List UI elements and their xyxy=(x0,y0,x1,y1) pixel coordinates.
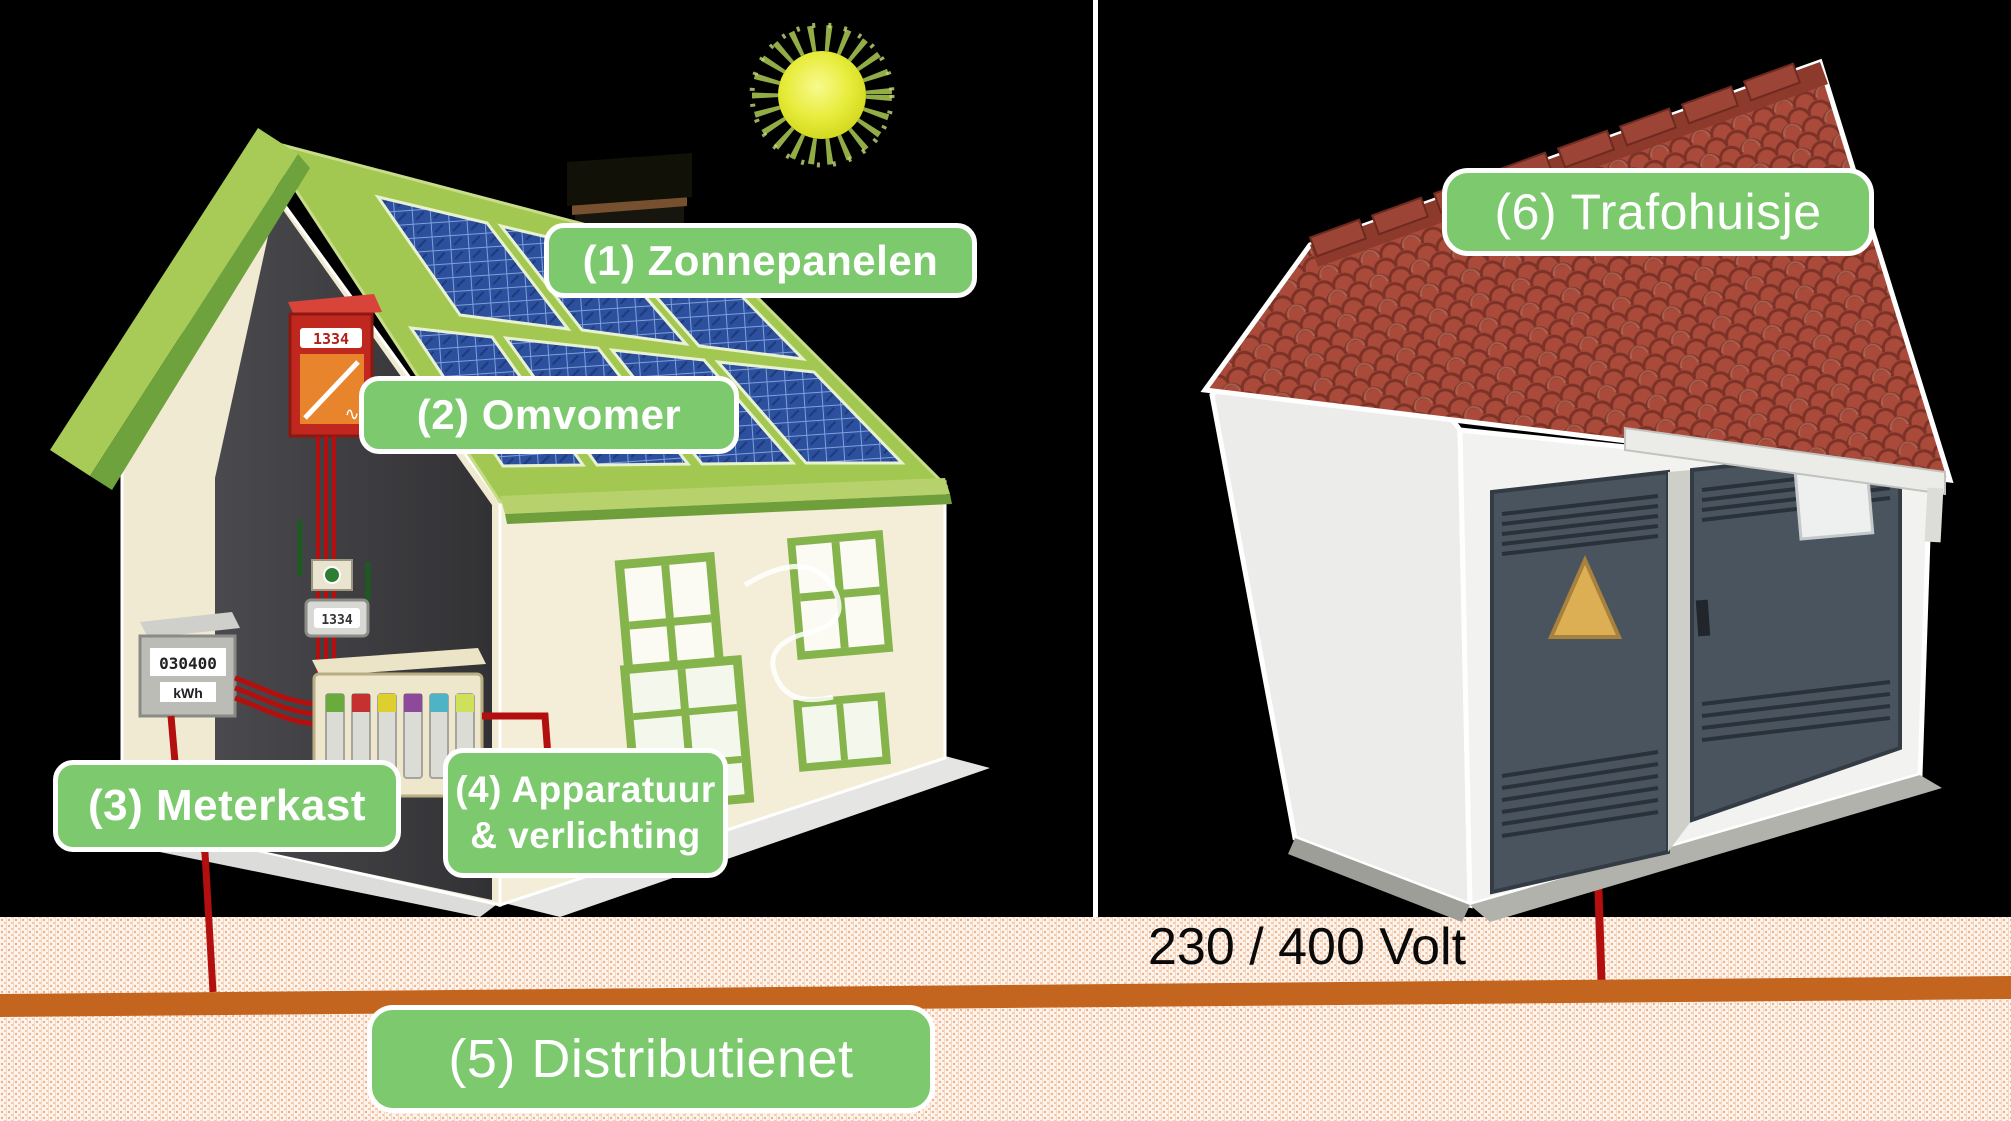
meter-wires xyxy=(234,675,315,727)
gable-fascia-light xyxy=(50,128,298,476)
upstairs-window-left xyxy=(614,551,726,693)
downspout xyxy=(1924,487,1944,543)
meter-display: 030400 xyxy=(159,654,217,673)
panel-divider xyxy=(1093,0,1098,917)
swirl-decoration xyxy=(743,564,842,703)
label-zonnepanelen: (1) Zonnepanelen xyxy=(544,223,977,298)
trafo-door-pillar xyxy=(1668,470,1692,852)
eave-underside xyxy=(505,494,952,524)
door-handle xyxy=(1695,599,1711,637)
upstairs-window-right xyxy=(786,530,894,660)
label-distributienet: (5) Distributienet xyxy=(367,1005,935,1113)
label-apparatuur-line2: & verlichting xyxy=(470,815,701,856)
inverter-ac-symbol: ∿ xyxy=(344,404,359,424)
meter-unit: kWh xyxy=(173,685,203,701)
label-trafohuisje: (6) Trafohuisje xyxy=(1442,168,1874,256)
trafo-door-left xyxy=(1490,469,1670,895)
inverter-box: 1334 ∿ xyxy=(288,294,382,438)
junction-display: 1334 xyxy=(321,613,352,628)
kwh-meter: 030400 kWh xyxy=(138,612,240,718)
gutter xyxy=(1624,426,1946,496)
junction-box-display: 1334 xyxy=(304,598,370,638)
trafo-base-left xyxy=(1288,838,1470,922)
inverter-display: 1334 xyxy=(313,330,349,348)
junction-box-small xyxy=(311,559,353,591)
downstairs-window-right xyxy=(793,692,892,772)
label-apparatuur-line1: (4) Apparatuur xyxy=(455,768,716,810)
voltage-label: 230 / 400 Volt xyxy=(1148,918,1467,976)
trafo-building xyxy=(1200,58,1954,922)
eave-band xyxy=(500,478,950,514)
gable-fascia-dark xyxy=(90,154,310,490)
sun-icon xyxy=(749,22,895,168)
fuse-modules xyxy=(325,693,475,779)
label-meterkast: (3) Meterkast xyxy=(53,760,401,852)
ground-strip xyxy=(0,917,2011,1121)
warning-triangle-icon xyxy=(1547,555,1623,639)
fuse-box xyxy=(312,648,486,798)
label-apparatuur-verlichting: (4) Apparatuur & verlichting xyxy=(443,748,728,878)
trafo-base xyxy=(1470,775,1942,922)
label-omvomer: (2) Omvomer xyxy=(359,376,739,454)
